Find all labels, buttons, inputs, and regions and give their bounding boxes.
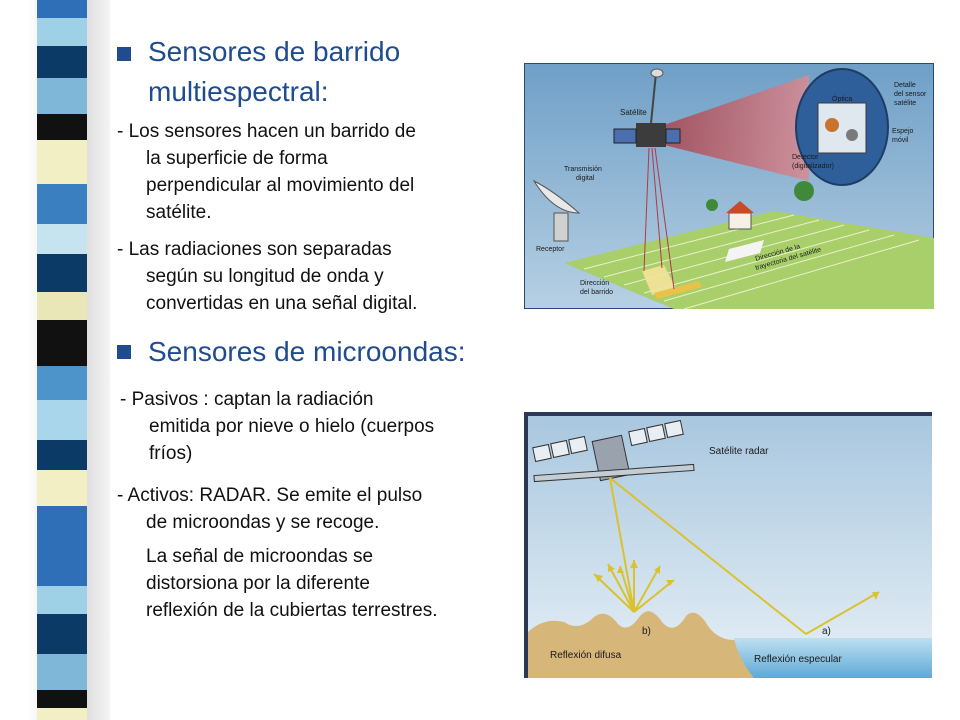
label-detalle-2: del sensor [894,91,927,98]
receptor-dish-icon [532,179,581,214]
scan-beam-lines [643,147,675,290]
house-roof [726,201,754,213]
label-detalle-1: Detalle [894,82,916,89]
stripe-segment [37,614,87,654]
tree-icon [794,181,814,201]
decorative-side-stripe [0,0,110,720]
stripe-segment [37,654,87,690]
radar-satellite-icon [532,419,695,483]
label-reflexion-especular: Reflexión especular [754,654,842,665]
receptor-base [553,212,569,242]
satellite-antenna-icon [650,68,664,78]
color-stripe [37,0,87,720]
water-surface [734,638,932,678]
stripe-segment [37,46,87,78]
text-line: - Las radiaciones son separadas [117,239,392,260]
label-receptor: Receptor [536,246,565,253]
label-direccion-barrido-2: del barrido [580,289,613,296]
stripe-segment [37,440,87,470]
satellite-panel-right [665,128,681,144]
stripe-segment [37,0,87,18]
stripe-segment [37,224,87,254]
scan-swath [642,265,676,295]
stripe-segment [37,470,87,506]
text-line: reflexión de la cubiertas terrestres. [146,600,438,621]
stripe-segment [37,78,87,114]
figure-radar-reflexion: Satélite radar b) a) Reflexión difusa Re… [524,412,932,678]
label-transmision-2: digital [576,175,595,182]
text-line: de microondas y se recoge. [146,512,380,533]
text-line: fríos) [149,443,193,464]
label-reflexion-difusa: Reflexión difusa [550,650,622,661]
paragraph-barrido-2: - Las radiaciones son separadas según su… [117,236,417,317]
scan-direction-arrow [654,281,702,299]
text-line: perpendicular al movimiento del [146,175,415,196]
label-detector-2: (digitalizador) [792,163,834,170]
label-a: a) [822,626,831,637]
text-line: - Pasivos : captan la radiación [120,389,374,410]
stripe-segment [37,586,87,614]
text-line: distorsiona por la diferente [146,573,370,594]
house-icon [728,212,752,230]
radar-pulse-lines [609,477,880,635]
text-line: - Los sensores hacen un barrido de [117,121,416,142]
label-optica: Óptica [832,94,852,103]
stripe-segment [37,18,87,46]
figure-barrido-svg: Satélite Óptica Detalle del sensor satél… [524,63,934,309]
heading-barrido-line2: multiespectral: [148,76,329,107]
text-line: emitida por nieve o hielo (cuerpos [149,416,435,437]
stripe-segment [37,254,87,292]
tree-icon [706,199,718,211]
heading-barrido-line1: Sensores de barrido [148,36,401,67]
label-b: b) [642,626,651,637]
stripe-segment [37,506,87,554]
diffuse-arrowheads [594,560,879,600]
bullet-square-icon [117,47,131,61]
stripe-segment [37,690,87,708]
heading-microondas-text: Sensores de microondas: [148,336,466,367]
stripe-segment [37,114,87,140]
paragraph-microondas-2: - Activos: RADAR. Se emite el pulso de m… [117,482,422,536]
label-espejo-1: Espejo [892,128,914,135]
figure-barrido-multiespectral: Satélite Óptica Detalle del sensor satél… [524,63,934,309]
sensor-detail-box [817,102,867,154]
text-line: convertidas en una señal digital. [146,293,418,314]
optics-element [825,118,839,132]
paragraph-microondas-3: La señal de microondas se distorsiona po… [146,543,437,624]
stripe-segment [37,366,87,400]
trajectory-arrow [725,240,764,262]
satellite-mast [650,72,657,124]
mirror-element [846,129,858,141]
label-direccion-barrido-1: Dirección [580,280,609,287]
stripe-segment [37,140,87,184]
text-line: La señal de microondas se [146,546,374,567]
label-satelite-radar: Satélite radar [709,446,769,457]
stripe-segment [37,554,87,586]
text-line: según su longitud de onda y [146,266,384,287]
label-satelite: Satélite [620,108,647,117]
label-transmision-1: Transmisión [564,166,602,173]
label-espejo-2: móvil [892,137,909,144]
stripe-segment [37,708,87,720]
satellite-panel-left [613,128,637,144]
detail-beam [664,75,809,181]
satellite-body [636,123,666,147]
stripe-segment [37,400,87,440]
stripe-segment [37,184,87,224]
stripe-segment [37,320,87,366]
stripe-segment [37,292,87,320]
paragraph-barrido-1: - Los sensores hacen un barrido de la su… [117,118,416,226]
label-detalle-3: satélite [894,100,916,107]
figure-radar-svg: Satélite radar b) a) Reflexión difusa Re… [524,412,932,678]
text-line: la superficie de forma [146,148,328,169]
text-line: satélite. [146,202,212,223]
paragraph-microondas-1: - Pasivos : captan la radiación emitida … [120,386,434,467]
bullet-square-icon [117,345,131,359]
label-detector-1: Detector [792,154,819,161]
diffuse-arrows [593,560,675,613]
text-line: - Activos: RADAR. Se emite el pulso [117,485,423,506]
